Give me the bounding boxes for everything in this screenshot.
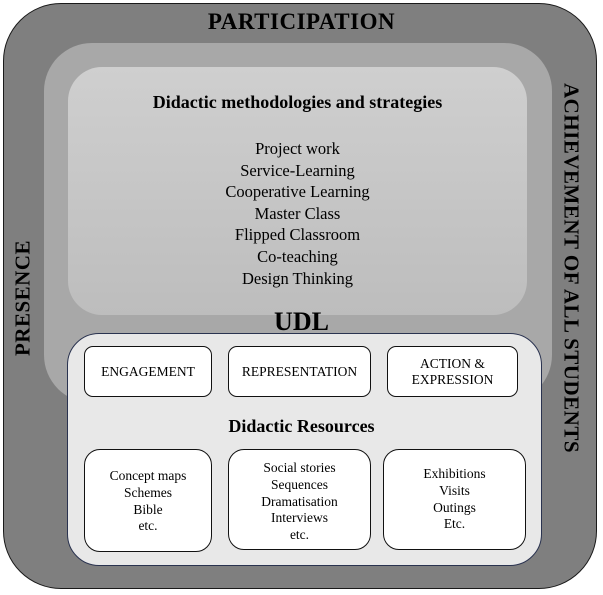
resource-item: Schemes (124, 484, 172, 500)
resource-item: etc. (138, 518, 158, 534)
resource-item: Sequences (271, 476, 328, 492)
achievement-label: ACHIEVEMENT OF ALL STUDENTS (559, 82, 584, 454)
resource-item: Concept maps (109, 468, 187, 483)
methodology-item: Master Class (254, 203, 341, 223)
resources-heading: Didactic Resources (228, 416, 375, 436)
methodology-item: Service-Learning (240, 160, 355, 180)
presence-label: PRESENCE (10, 239, 35, 357)
pillar-representation: REPRESENTATION (228, 346, 371, 397)
methodology-item: Flipped Classroom (234, 225, 361, 245)
methodologies-heading: Didactic methodologies and strategies (152, 92, 443, 112)
methodologies-list: Project work Service-Learning Cooperativ… (68, 138, 527, 289)
methodology-item: Co-teaching (257, 246, 338, 266)
pillar-label-line: ACTION & (420, 355, 485, 371)
methodology-item: Cooperative Learning (225, 182, 370, 202)
resource-item: Social stories (263, 460, 336, 475)
resource-item: Interviews (271, 510, 328, 526)
participation-label: PARTICIPATION (207, 9, 396, 34)
resource-item: Etc. (443, 516, 466, 532)
resource-box-3: Exhibitions Visits Outings Etc. (383, 449, 526, 550)
pillar-label: REPRESENTATION (241, 363, 358, 379)
resource-item: Outings (433, 499, 476, 515)
resource-item: Visits (439, 482, 470, 498)
methodology-item: Design Thinking (241, 268, 354, 288)
methodology-item: Project work (255, 139, 340, 158)
resource-item: Bible (133, 501, 163, 517)
resource-item: etc. (289, 527, 310, 543)
resource-box-2: Social stories Sequences Dramatisation I… (228, 449, 371, 550)
pillar-engagement: ENGAGEMENT (84, 346, 212, 397)
udl-title: UDL (274, 307, 329, 336)
pillar-label: ENGAGEMENT (101, 363, 195, 379)
methodologies-box: Didactic methodologies and strategies Pr… (68, 67, 527, 315)
resource-item: Dramatisation (261, 493, 338, 509)
pillar-label-line: EXPRESSION (411, 371, 494, 387)
resource-box-1: Concept maps Schemes Bible etc. (84, 449, 212, 552)
resource-item: Exhibitions (423, 466, 486, 481)
pillar-action-expression: ACTION & EXPRESSION (387, 346, 518, 397)
